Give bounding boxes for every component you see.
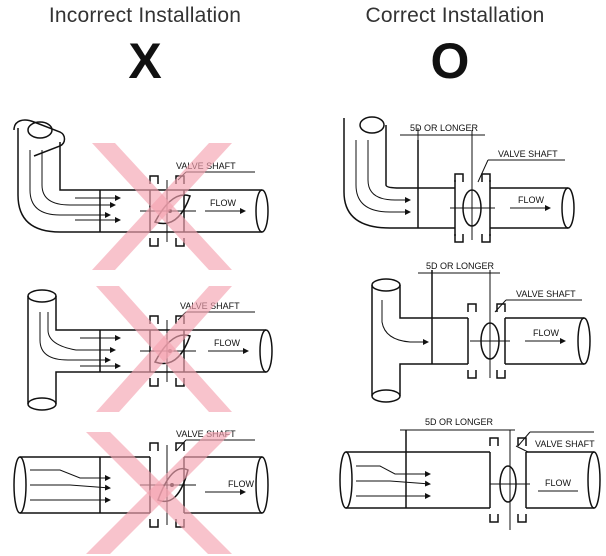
correct-installation-title: Correct Installation [365,4,545,27]
incorrect-cross-2 [96,286,232,412]
flow-label: FLOW [228,479,255,489]
incorrect-tee-diagram: FLOW VALVE SHAFT [27,289,273,411]
incorrect-cross-3 [86,432,232,554]
distance-label: 5D OR LONGER [426,261,495,271]
correct-elbow-diagram: FLOW VALVE SHAFT 5D OR LONGER [343,116,575,243]
flow-label: FLOW [545,478,572,488]
incorrect-x-mark: X [128,33,162,89]
correct-tee-diagram: FLOW VALVE SHAFT 5D OR LONGER [371,261,591,403]
incorrect-cross-1 [92,143,232,270]
correct-o-mark: O [430,33,470,89]
valve-shaft-label: VALVE SHAFT [535,439,595,449]
flow-label: FLOW [210,198,237,208]
flow-label: FLOW [214,338,241,348]
flow-label: FLOW [518,195,545,205]
distance-label: 5D OR LONGER [410,123,479,133]
flow-label: FLOW [533,328,560,338]
valve-shaft-label: VALVE SHAFT [498,149,558,159]
correct-straight-diagram: FLOW VALVE SHAFT 5D OR LONGER [339,417,601,530]
valve-shaft-label: VALVE SHAFT [516,289,576,299]
distance-label: 5D OR LONGER [425,417,494,427]
incorrect-installation-title: Incorrect Installation [48,4,242,27]
